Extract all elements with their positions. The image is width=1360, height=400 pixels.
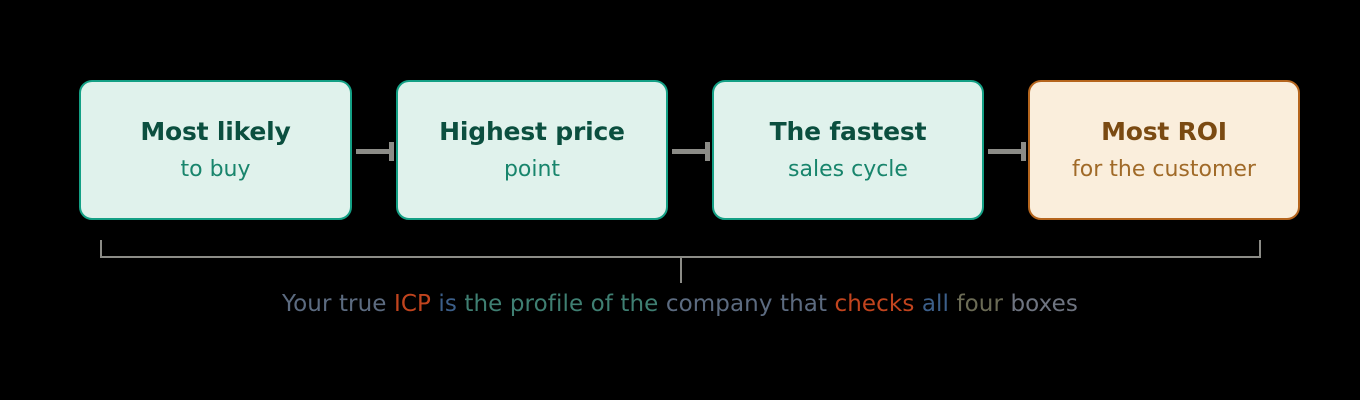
connector-arrow-3 [988,142,1026,161]
caption-segment-6: checks [834,291,922,317]
caption-segment-9: boxes [1010,291,1078,317]
step-title: Highest price [439,117,625,147]
step-title: Most ROI [1101,117,1227,147]
step-subtitle: sales cycle [788,156,908,182]
summary-caption: Your true ICP is the profile of the comp… [0,291,1360,317]
bracket-tick-left [100,240,102,258]
step-box-most-likely-to-buy[interactable]: Most likely to buy [79,80,352,220]
step-subtitle: point [503,156,561,182]
step-box-most-roi-for-the-customer[interactable]: Most ROI for the customer [1028,80,1300,220]
arrow-head-icon [389,142,394,161]
step-title: Most likely [140,117,291,147]
caption-segment-4: the profile of the [464,291,666,317]
caption-segment-icp: ICP [393,291,431,317]
connector-arrow-1 [356,142,394,161]
step-box-highest-price-point[interactable]: Highest price point [396,80,668,220]
step-box-the-fastest-sales-cycle[interactable]: The fastest sales cycle [712,80,984,220]
caption-segment-7: all [921,291,957,317]
bracket-tick-right [1259,240,1261,258]
step-title: The fastest [769,117,927,147]
caption-segment-8: four [956,291,1011,317]
bracket-center-stem [680,256,682,283]
caption-segment-1: Your true [282,291,394,317]
connector-arrow-2 [672,142,710,161]
step-subtitle: to buy [180,156,251,182]
arrow-head-icon [1021,142,1026,161]
arrow-head-icon [705,142,710,161]
caption-segment-5: company that [665,291,835,317]
caption-segment-3: is [430,291,465,317]
step-subtitle: for the customer [1072,156,1256,182]
